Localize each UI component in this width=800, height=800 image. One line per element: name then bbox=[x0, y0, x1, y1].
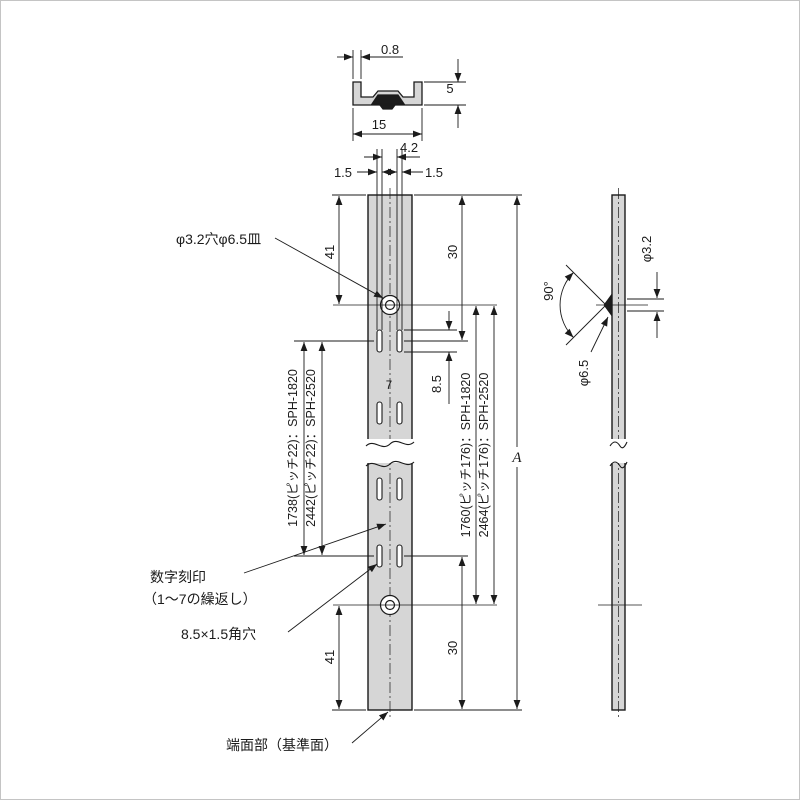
dim-text-0-8: 0.8 bbox=[381, 42, 399, 57]
profile-dimple-section bbox=[370, 94, 406, 105]
dim-text-4-2: 4.2 bbox=[400, 140, 418, 155]
leader-hole-label bbox=[274, 237, 384, 299]
dim-text-pitch-left-1: 1738(ピッチ22)：SPH-1820 bbox=[286, 369, 300, 527]
dim-text-pitch-right-1: 1760(ピッチ176)：SPH-1820 bbox=[459, 373, 473, 538]
dim-text-phi65: φ6.5 bbox=[576, 360, 591, 387]
label-stamp-line2: （1〜7の繰返し） bbox=[143, 591, 257, 607]
side-break-line-top bbox=[609, 441, 628, 449]
side-view bbox=[603, 188, 628, 718]
dim-text-A: A bbox=[511, 450, 522, 466]
slot bbox=[376, 401, 383, 425]
dim-text-90deg: 90° bbox=[541, 281, 556, 301]
angle-ray-up bbox=[565, 264, 607, 306]
leader-stamp-label bbox=[243, 523, 387, 574]
dim-text-phi32: φ3.2 bbox=[639, 236, 654, 263]
dim-text-41-bottom: 41 bbox=[322, 650, 337, 664]
dimension-lines bbox=[243, 50, 664, 744]
angle-ray-down bbox=[565, 304, 607, 346]
leader-base-label bbox=[351, 711, 389, 744]
dim-text-41-top: 41 bbox=[322, 245, 337, 259]
rail-slots bbox=[376, 329, 403, 568]
dim-text-8-5: 8.5 bbox=[429, 375, 444, 393]
front-view: 7 bbox=[365, 188, 415, 718]
profile-dimple-nub bbox=[378, 104, 397, 110]
slot bbox=[376, 544, 383, 568]
dim-text-30-bottom: 30 bbox=[445, 641, 460, 655]
slot bbox=[376, 477, 383, 501]
slot bbox=[396, 544, 403, 568]
dim-text-pitch-left-2: 2442(ピッチ22)：SPH-2520 bbox=[304, 369, 318, 527]
dim-text-15: 15 bbox=[372, 117, 386, 132]
slot bbox=[396, 477, 403, 501]
side-break-line-bottom bbox=[609, 461, 628, 469]
dim-text-1-5-right: 1.5 bbox=[425, 165, 443, 180]
label-slot: 8.5×1.5角穴 bbox=[181, 626, 256, 642]
rail-break-gap bbox=[365, 439, 415, 463]
leader-phi65 bbox=[590, 316, 609, 353]
profile-outline bbox=[352, 81, 423, 106]
dimension-text: 0.8 5 15 4.2 1.5 1.5 41 41 30 30 8.5 A 1… bbox=[143, 42, 654, 753]
dim-text-30-top: 30 bbox=[445, 245, 460, 259]
top-profile-view bbox=[352, 81, 423, 110]
label-stamp-line1: 数字刻印 bbox=[150, 569, 206, 585]
slot bbox=[396, 329, 403, 353]
slot bbox=[376, 329, 383, 353]
rail-break-line-top bbox=[365, 440, 415, 448]
slot bbox=[396, 401, 403, 425]
label-hole: φ3.2穴φ6.5皿 bbox=[176, 231, 261, 247]
dim-text-5: 5 bbox=[446, 81, 453, 96]
dim-text-1-5-left: 1.5 bbox=[334, 165, 352, 180]
angle-arc-90 bbox=[559, 272, 574, 338]
leader-slot-label bbox=[287, 563, 378, 633]
label-base: 端面部（基準面） bbox=[226, 737, 338, 753]
rail-break-line-bottom bbox=[365, 460, 415, 468]
dim-text-pitch-right-2: 2464(ピッチ176)：SPH-2520 bbox=[477, 373, 491, 538]
stamped-digit: 7 bbox=[386, 380, 392, 392]
side-break-gap bbox=[609, 439, 628, 463]
